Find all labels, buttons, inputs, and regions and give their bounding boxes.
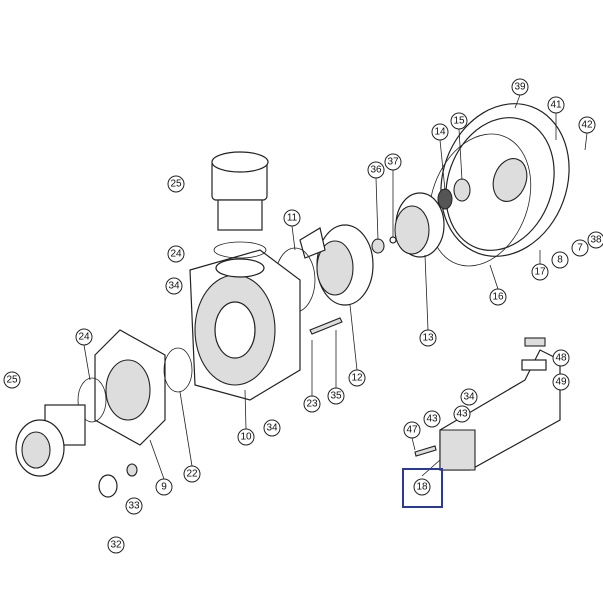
part-pump-body <box>189 249 301 401</box>
callout: 14 <box>431 123 449 141</box>
part-bolt-35 <box>309 317 343 335</box>
callout: 25 <box>3 371 21 389</box>
svg-text:34: 34 <box>463 392 475 403</box>
svg-text:7: 7 <box>577 243 583 254</box>
callout: 11 <box>283 209 301 227</box>
svg-text:35: 35 <box>330 391 342 402</box>
svg-text:34: 34 <box>266 423 278 434</box>
part-plug-33 <box>126 463 138 477</box>
svg-text:48: 48 <box>555 353 567 364</box>
leader-lines <box>83 94 588 480</box>
callout: 39 <box>511 78 529 96</box>
svg-text:49: 49 <box>555 377 567 388</box>
part-base-support <box>439 337 561 471</box>
callout: 33 <box>125 497 143 515</box>
callout: 16 <box>489 288 507 306</box>
part-screw-47 <box>414 445 437 457</box>
svg-text:25: 25 <box>6 375 18 386</box>
part-washer-37 <box>389 236 397 244</box>
part-top-union <box>211 151 269 278</box>
callout: 7 <box>571 239 589 257</box>
part-seal-14 <box>437 188 453 210</box>
callout: 48 <box>552 349 570 367</box>
svg-text:10: 10 <box>240 432 252 443</box>
callout-highlighted: 18 <box>413 478 431 496</box>
part-nut-36 <box>371 238 385 254</box>
svg-text:25: 25 <box>170 179 182 190</box>
svg-text:9: 9 <box>161 482 167 493</box>
callout: 17 <box>531 263 549 281</box>
part-seal-15 <box>453 178 471 202</box>
svg-text:39: 39 <box>514 82 526 93</box>
svg-text:43: 43 <box>426 414 438 425</box>
callout-labels: 39 41 42 14 15 36 37 25 11 24 34 12 8 7 … <box>3 78 603 554</box>
callout: 35 <box>327 387 345 405</box>
svg-text:22: 22 <box>186 469 198 480</box>
part-impeller <box>394 192 445 258</box>
callout: 15 <box>450 112 468 130</box>
callout: 23 <box>303 395 321 413</box>
callout: 9 <box>155 478 173 496</box>
callout: 32 <box>107 536 125 554</box>
callout: 24 <box>167 245 185 263</box>
svg-text:32: 32 <box>110 540 122 551</box>
svg-text:18: 18 <box>416 482 428 493</box>
callout: 43 <box>423 410 441 428</box>
svg-text:24: 24 <box>78 332 90 343</box>
svg-text:41: 41 <box>550 100 562 111</box>
svg-text:8: 8 <box>557 255 563 266</box>
callout: 34 <box>165 277 183 295</box>
callout: 42 <box>578 116 596 134</box>
callout: 34 <box>460 388 478 406</box>
part-plug-32 <box>98 474 118 498</box>
svg-text:24: 24 <box>170 249 182 260</box>
svg-text:16: 16 <box>492 292 504 303</box>
svg-text:17: 17 <box>534 267 546 278</box>
callout: 10 <box>237 428 255 446</box>
svg-text:14: 14 <box>434 127 446 138</box>
part-oring-16 <box>428 133 532 267</box>
svg-text:11: 11 <box>287 213 298 224</box>
callout: 41 <box>547 96 565 114</box>
callout: 37 <box>384 153 402 171</box>
callout: 8 <box>551 251 569 269</box>
part-motor-flange <box>440 103 570 257</box>
part-inlet-flange <box>77 329 193 446</box>
svg-text:13: 13 <box>422 333 434 344</box>
svg-text:43: 43 <box>456 409 468 420</box>
callout: 13 <box>419 329 437 347</box>
highlight-box-part-18 <box>402 468 443 508</box>
callout: 24 <box>75 328 93 346</box>
svg-text:42: 42 <box>581 120 593 131</box>
svg-text:23: 23 <box>306 399 318 410</box>
callout: 34 <box>263 419 281 437</box>
svg-text:38: 38 <box>590 235 602 246</box>
part-diffuser <box>299 224 374 306</box>
callout: 38 <box>587 231 603 249</box>
callout: 47 <box>403 421 421 439</box>
svg-text:36: 36 <box>370 165 382 176</box>
svg-text:47: 47 <box>406 425 418 436</box>
callout: 36 <box>367 161 385 179</box>
svg-text:34: 34 <box>168 281 180 292</box>
svg-text:33: 33 <box>128 501 140 512</box>
callout: 22 <box>183 465 201 483</box>
svg-text:37: 37 <box>387 157 399 168</box>
part-inlet-union <box>15 404 86 477</box>
callout: 12 <box>348 369 366 387</box>
callout: 43 <box>453 405 471 423</box>
callout: 25 <box>167 175 185 193</box>
svg-text:15: 15 <box>453 116 465 127</box>
callout: 49 <box>552 373 570 391</box>
svg-text:12: 12 <box>351 373 363 384</box>
